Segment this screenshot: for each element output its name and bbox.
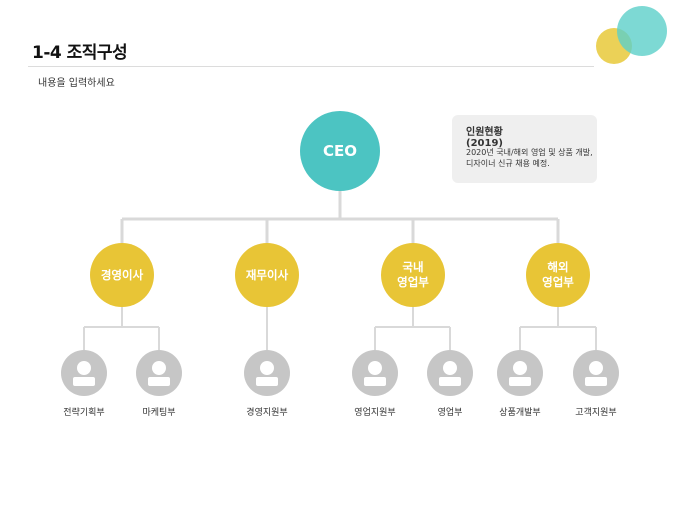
person-icon bbox=[73, 361, 95, 386]
exec-label: 경영이사 bbox=[100, 267, 144, 282]
page-subtitle: 내용을 입력하세요 bbox=[38, 78, 115, 89]
dept-label-strategy: 전략기획부 bbox=[63, 408, 105, 418]
exec-label: 재무이사 bbox=[245, 267, 289, 282]
dept-label-product-dev: 상품개발부 bbox=[499, 408, 541, 418]
person-avatar bbox=[61, 350, 107, 396]
info-title: 인원현황 (2019) bbox=[466, 127, 503, 149]
dept-label-marketing: 마케팅부 bbox=[142, 408, 176, 418]
person-icon bbox=[509, 361, 531, 386]
exec-node-finance: 재무이사 bbox=[235, 243, 299, 307]
headcount-info-box: 인원현황 (2019) 2020년 국내/해외 영업 및 상품 개발, 디자이너… bbox=[452, 115, 597, 183]
person-icon bbox=[439, 361, 461, 386]
dept-label-customer-support: 고객지원부 bbox=[575, 408, 617, 418]
person-avatar bbox=[352, 350, 398, 396]
person-avatar bbox=[427, 350, 473, 396]
person-icon bbox=[364, 361, 386, 386]
person-icon bbox=[256, 361, 278, 386]
exec-label: 해외 영업부 bbox=[542, 260, 574, 289]
exec-node-domestic-sales: 국내 영업부 bbox=[381, 243, 445, 307]
dept-label-sales: 영업부 bbox=[437, 408, 463, 418]
decorative-teal-circle bbox=[617, 6, 667, 56]
page-title: 1-4 조직구성 bbox=[32, 43, 128, 63]
exec-label: 국내 영업부 bbox=[397, 260, 429, 289]
person-avatar bbox=[136, 350, 182, 396]
dept-label-sales-support: 영업지원부 bbox=[354, 408, 396, 418]
person-avatar bbox=[244, 350, 290, 396]
person-avatar bbox=[497, 350, 543, 396]
dept-label-management-support: 경영지원부 bbox=[246, 408, 288, 418]
info-text: 2020년 국내/해외 영업 및 상품 개발, 디자이너 신규 채용 예정. bbox=[466, 148, 593, 168]
person-icon bbox=[148, 361, 170, 386]
ceo-label: CEO bbox=[322, 142, 357, 160]
person-icon bbox=[585, 361, 607, 386]
ceo-node: CEO bbox=[300, 111, 380, 191]
title-divider bbox=[28, 66, 594, 67]
exec-node-management: 경영이사 bbox=[90, 243, 154, 307]
exec-node-overseas-sales: 해외 영업부 bbox=[526, 243, 590, 307]
person-avatar bbox=[573, 350, 619, 396]
